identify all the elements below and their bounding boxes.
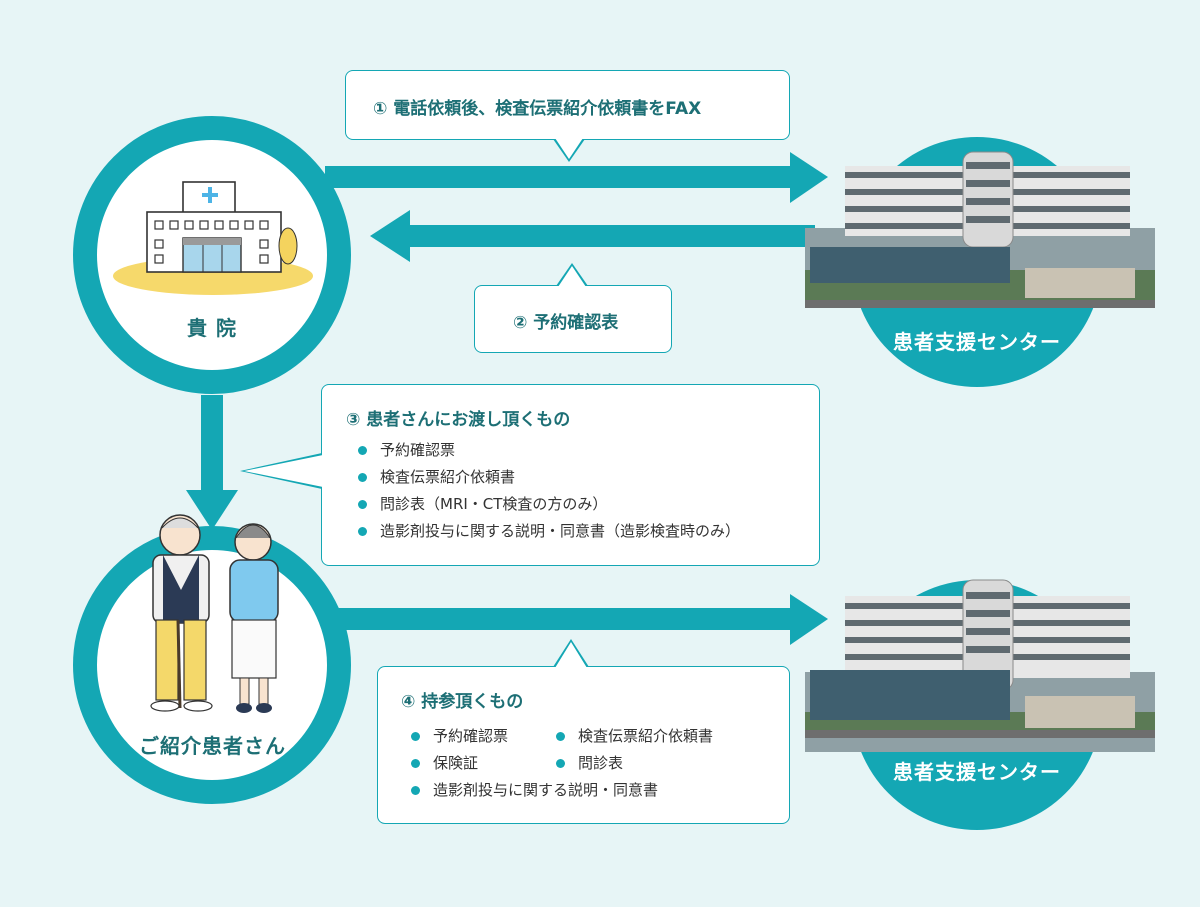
step1-callout: ① 電話依頼後、検査伝票紹介依頼書をFAX <box>345 70 790 162</box>
list-item: 検査伝票紹介依頼書 <box>356 464 740 491</box>
medical-center-building-icon <box>805 151 1155 308</box>
step4-item-list-right: 検査伝票紹介依頼書 問診表 <box>554 723 713 777</box>
elderly-couple-icon <box>150 514 279 713</box>
list-item: 予約確認票 <box>356 437 740 464</box>
step2-callout: ② 予約確認表 <box>474 263 672 353</box>
list-item: 問診表 <box>554 750 713 777</box>
step3-callout: ③ 患者さんにお渡し頂くもの 予約確認票 検査伝票紹介依頼書 問診表（MRI・C… <box>240 384 820 566</box>
center-bottom-label: 患者支援センター <box>893 760 1061 784</box>
arrow-hospital-to-patient <box>186 395 238 530</box>
step4-title: ④ 持参頂くもの <box>401 692 524 712</box>
list-item: 予約確認票 <box>409 723 658 750</box>
arrow-center-to-hospital <box>370 210 815 262</box>
medical-center-building-icon <box>805 579 1155 752</box>
hospital-building-icon <box>113 181 313 295</box>
list-item: 造影剤投与に関する説明・同意書（造影検査時のみ） <box>356 518 740 545</box>
step4-item-list-left: 予約確認票 保険証 造影剤投与に関する説明・同意書 <box>409 723 658 804</box>
center-top-label: 患者支援センター <box>893 330 1061 354</box>
list-item: 保険証 <box>409 750 658 777</box>
list-item: 造影剤投与に関する説明・同意書 <box>409 777 658 804</box>
hospital-node <box>73 116 351 394</box>
patient-label: ご紹介患者さん <box>139 734 286 758</box>
center-top-node <box>805 137 1155 387</box>
step4-callout: ④ 持参頂くもの 予約確認票 保険証 造影剤投与に関する説明・同意書 検査伝票紹… <box>377 639 790 824</box>
hospital-label: 貴 院 <box>187 316 237 340</box>
step3-title: ③ 患者さんにお渡し頂くもの <box>346 410 571 430</box>
center-bottom-node <box>805 579 1155 830</box>
arrow-hospital-to-center <box>325 152 828 203</box>
arrow-patient-to-center <box>335 594 828 645</box>
step2-text: ② 予約確認表 <box>513 313 619 333</box>
list-item: 問診表（MRI・CT検査の方のみ） <box>356 491 740 518</box>
step1-text: ① 電話依頼後、検査伝票紹介依頼書をFAX <box>373 99 702 119</box>
patient-node <box>73 514 351 804</box>
step3-item-list: 予約確認票 検査伝票紹介依頼書 問診表（MRI・CT検査の方のみ） 造影剤投与に… <box>356 437 740 545</box>
list-item: 検査伝票紹介依頼書 <box>554 723 713 750</box>
